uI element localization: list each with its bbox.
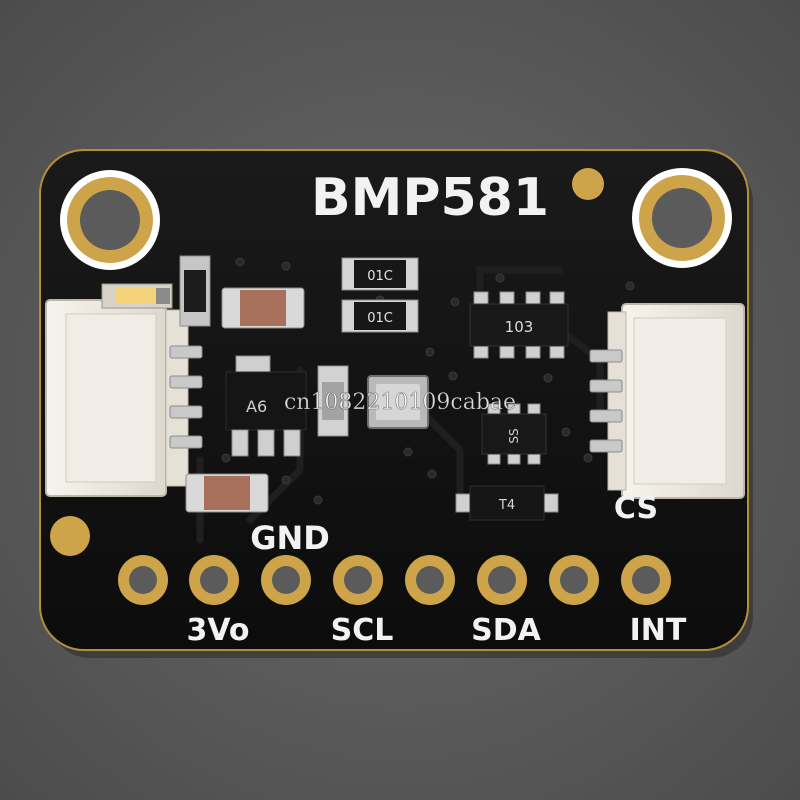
mounting-hole-right bbox=[632, 168, 732, 268]
pressure-sensor-chip bbox=[367, 375, 429, 429]
pin-label-int: INT bbox=[630, 613, 687, 648]
resistor-2-label: 01C bbox=[367, 311, 393, 326]
resistor-array: 103 bbox=[469, 291, 569, 359]
pin-label-sda: SDA bbox=[471, 613, 542, 648]
resistor-1-label: 01C bbox=[367, 269, 393, 284]
mosfet-label: T4 bbox=[498, 498, 515, 513]
resistor-array-label: 103 bbox=[505, 318, 534, 336]
resistor-2: 01C bbox=[341, 299, 419, 333]
mounting-hole-left bbox=[60, 170, 160, 270]
level-shifter-label: SS bbox=[507, 428, 521, 443]
header-pads bbox=[118, 555, 671, 605]
header-pad bbox=[118, 555, 168, 605]
right-stemma-connector bbox=[589, 303, 745, 499]
led-resistor bbox=[179, 255, 211, 327]
capacitor-small bbox=[317, 365, 349, 437]
header-pad bbox=[261, 555, 311, 605]
header-pad bbox=[405, 555, 455, 605]
capacitor-bottom bbox=[185, 473, 269, 513]
voltage-regulator: A6 bbox=[225, 355, 307, 457]
vias bbox=[221, 257, 635, 505]
level-shifter-chip: SS bbox=[481, 403, 547, 465]
header-pad bbox=[621, 555, 671, 605]
fiducial-left bbox=[50, 516, 90, 556]
header-pad bbox=[333, 555, 383, 605]
pin-label-gnd: GND bbox=[250, 519, 330, 557]
regulator-label: A6 bbox=[246, 397, 267, 416]
watermark-text: cn1082210109cabae bbox=[284, 390, 516, 415]
pin-label-scl: SCL bbox=[331, 613, 394, 648]
resistor-1: 01C bbox=[341, 257, 419, 291]
board-title: BMP581 bbox=[311, 168, 549, 228]
mosfet: T4 bbox=[455, 485, 559, 521]
header-pad bbox=[549, 555, 599, 605]
capacitor-top bbox=[221, 287, 305, 329]
pin-label-3vo: 3Vo bbox=[186, 613, 249, 648]
fiducial-top bbox=[572, 168, 604, 200]
left-stemma-connector bbox=[45, 299, 203, 497]
header-pad bbox=[477, 555, 527, 605]
pin-label-cs: CS bbox=[614, 491, 658, 526]
power-led bbox=[101, 283, 173, 309]
header-pad bbox=[189, 555, 239, 605]
